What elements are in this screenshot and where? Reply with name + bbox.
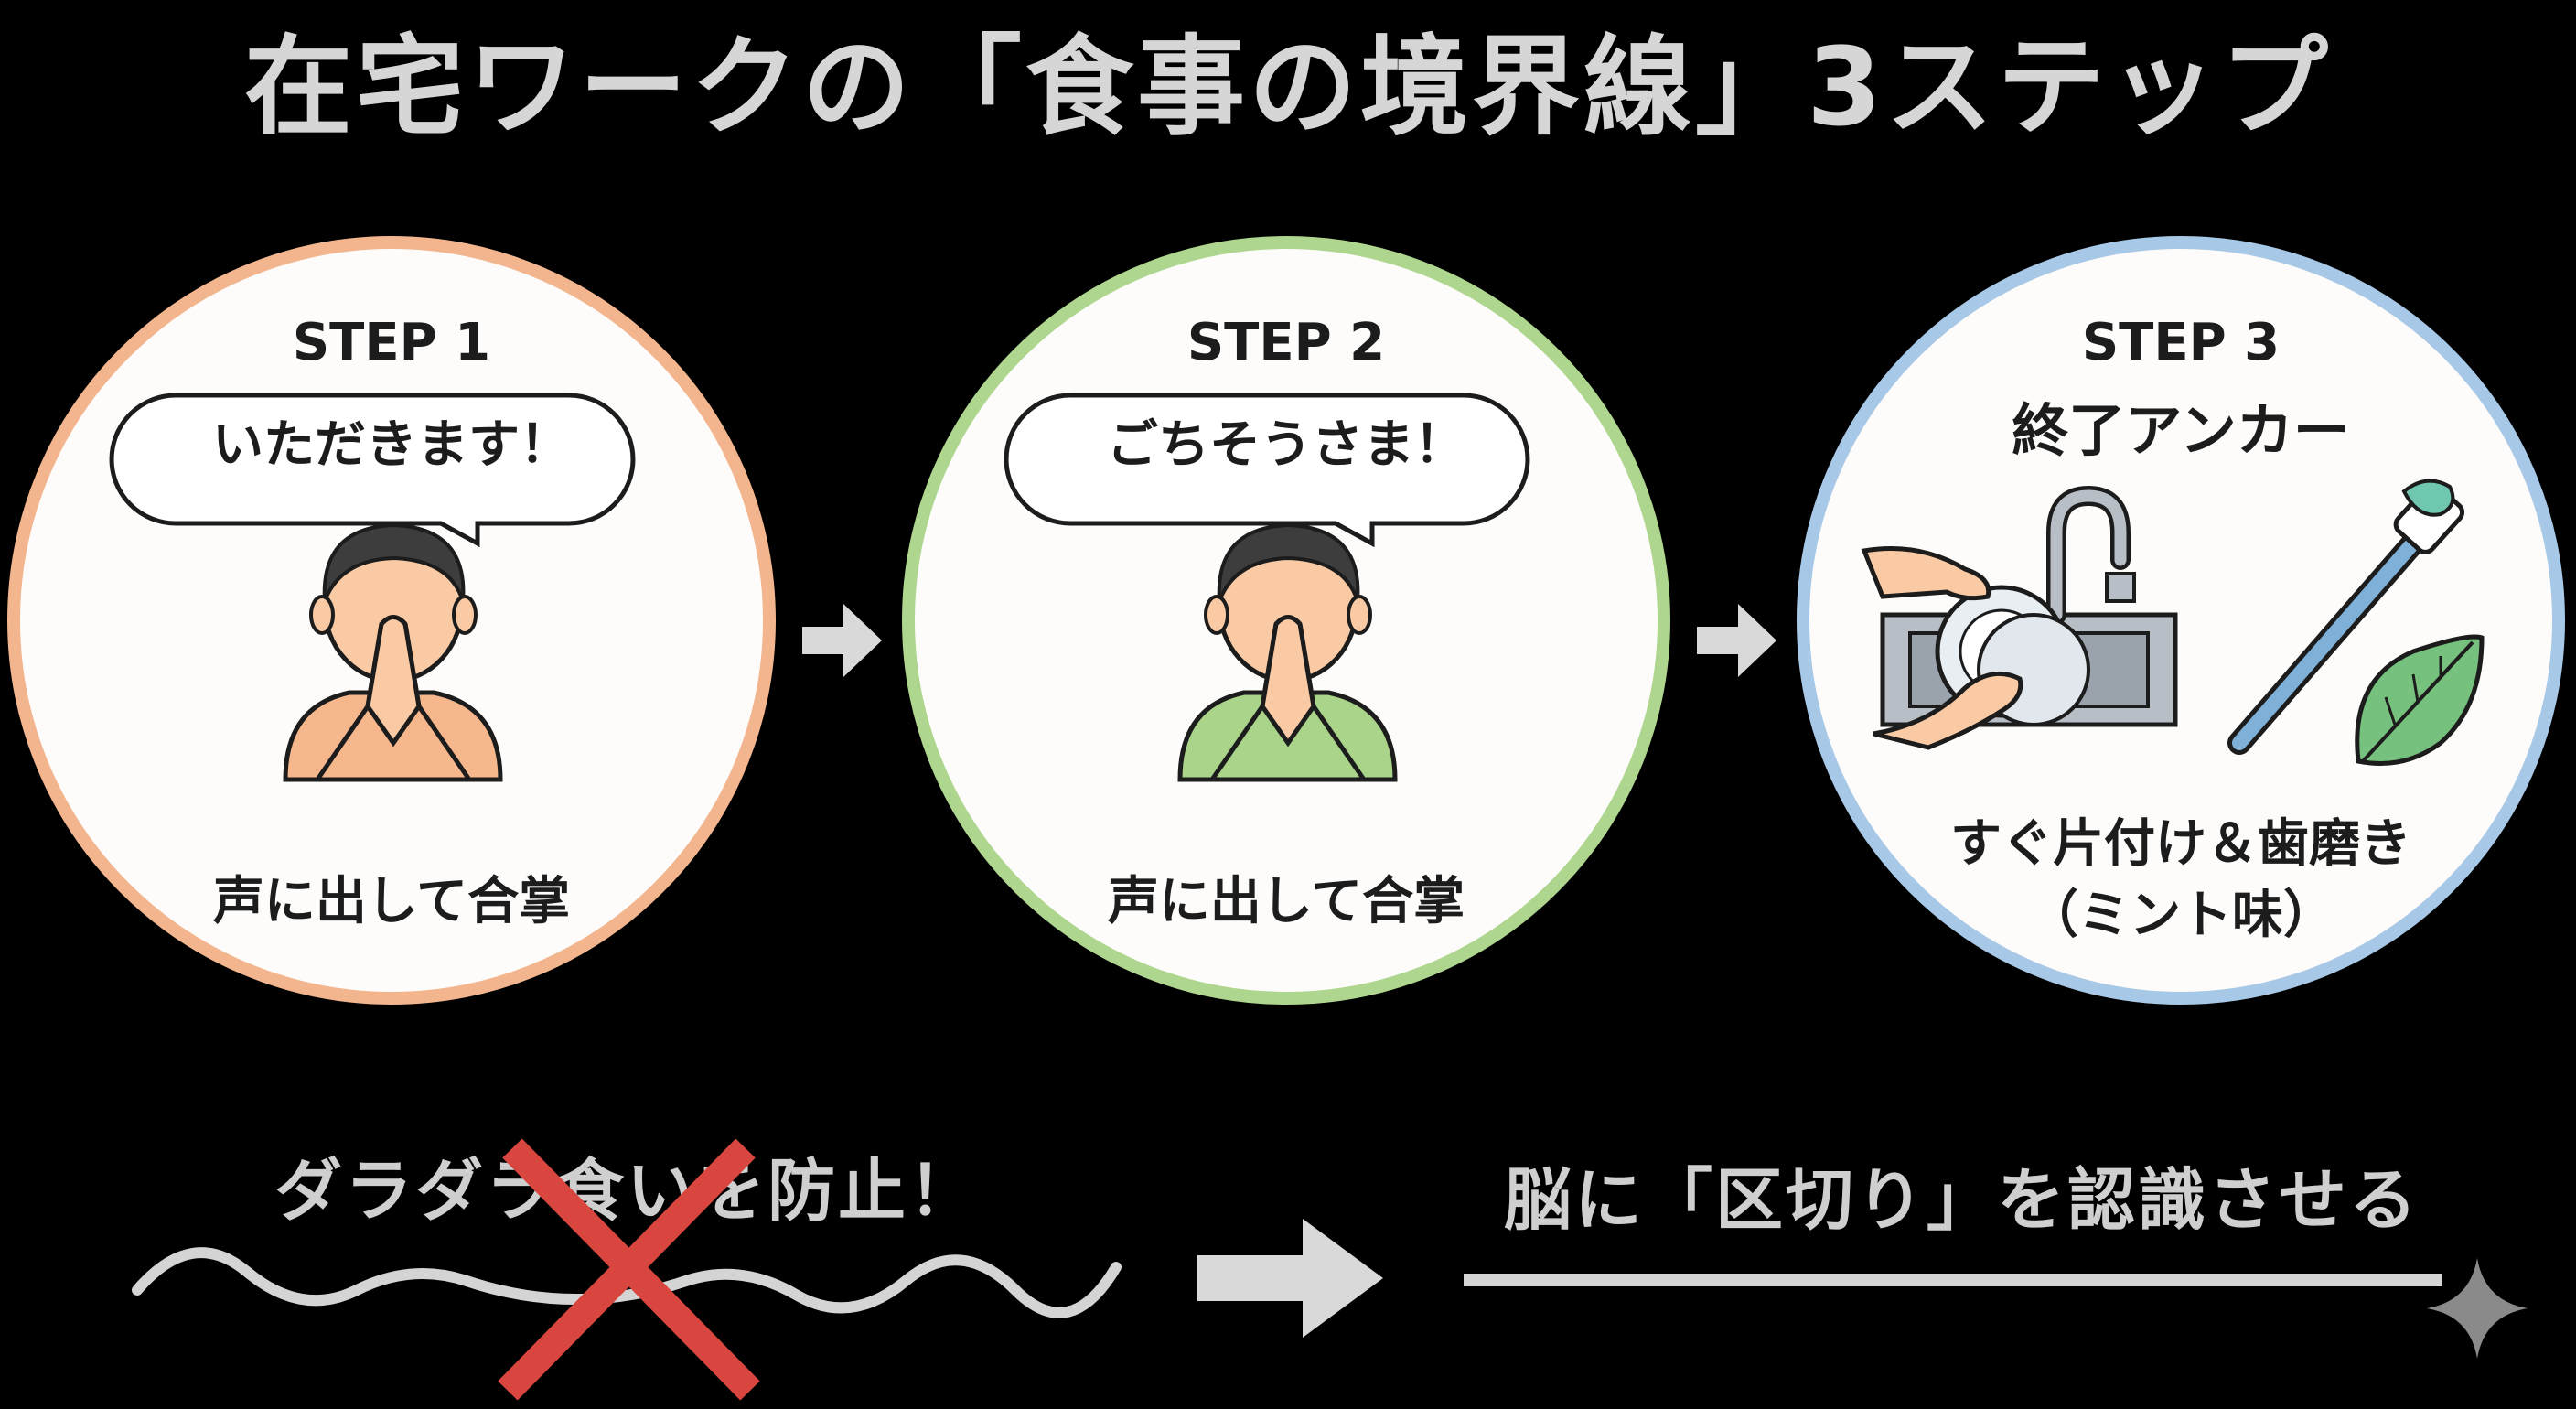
page-title: 在宅ワークの「食事の境界線」3ステップ (243, 24, 2333, 150)
right-arrow-icon (1197, 1219, 1383, 1338)
step-3-caption: すぐ片付け＆歯磨き （ミント味） (1809, 809, 2552, 952)
praying-person-icon (283, 522, 503, 782)
sparkle-icon (2427, 1258, 2528, 1359)
right-arrow-icon (802, 604, 882, 677)
mint-leaf-icon (2355, 634, 2485, 766)
step-3-circle: STEP 3 終了アンカー すぐ片付け＆歯磨き （ミント味） (1797, 236, 2565, 1005)
step-2-circle: STEP 2 ごちそうさま！ 声に出して合掌 (902, 236, 1670, 1005)
step-1-caption: 声に出して合掌 (212, 872, 571, 931)
step-3-caption-line-2: （ミント味） (2027, 886, 2334, 945)
right-arrow-icon (1697, 604, 1776, 677)
step-2-bubble-text: ごちそうさま！ (1107, 415, 1465, 475)
step-1-circle: STEP 1 いただきます！ 声に出して合掌 (7, 236, 776, 1005)
step-2-caption: 声に出して合掌 (1107, 872, 1465, 931)
step-3-caption-line-1: すぐ片付け＆歯磨き (1950, 814, 2411, 874)
wavy-line-icon (132, 1247, 1122, 1318)
bottom-left-text: ダラダラ食いを防止！ (274, 1152, 979, 1231)
step-1-label: STEP 1 (292, 313, 491, 372)
red-cross-icon (498, 1138, 760, 1401)
praying-person-icon (1177, 522, 1398, 782)
underline-bar (1464, 1274, 2442, 1286)
dish-washing-icon (1861, 485, 2178, 750)
speech-bubble-icon (1004, 393, 1530, 548)
step-3-label: STEP 3 (2081, 313, 2281, 372)
step-3-subtitle: 終了アンカー (2012, 397, 2350, 464)
toothbrush-icon (2227, 479, 2465, 755)
step-2-label: STEP 2 (1186, 313, 1386, 372)
speech-bubble-icon (109, 393, 636, 548)
step-1-bubble-text: いただきます！ (212, 415, 571, 475)
bottom-right-text: 脳に「区切り」を認識させる (1504, 1161, 2420, 1240)
